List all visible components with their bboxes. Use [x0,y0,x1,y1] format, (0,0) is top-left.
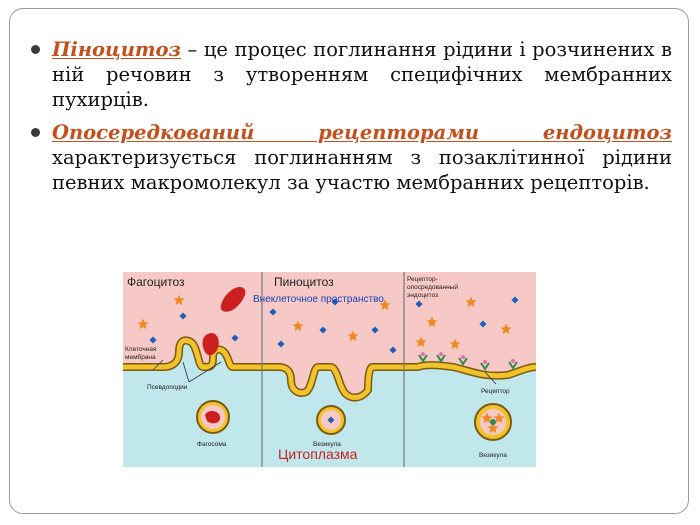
endocytosis-diagram-svg: Фагоцитоз Пиноцитоз Внеклеточное простра… [123,272,537,467]
phagosome-content [205,411,221,424]
pseudopodia-pointer [182,361,190,383]
pseudopodia-pointer [188,361,222,383]
label-pinocytosis: Пиноцитоз [274,275,334,289]
endocytosis-diagram: Фагоцитоз Пиноцитоз Внеклеточное простра… [123,272,537,467]
label-vesicle-2: Везикула [479,452,507,459]
label-phagosome: Фагосома [197,441,227,448]
bacterium-shape [220,287,246,312]
term-pinocytosis: Піноцитоз [52,38,181,61]
bullet-pinocytosis: Піноцитоз – це процес поглинання рідини … [28,37,672,112]
label-phagocytosis: Фагоцитоз [127,275,185,289]
bullet-text-receptor-endocytosis: характеризується поглинанням з позакліти… [52,146,672,194]
bullet-text-pinocytosis: – це процес поглинання рідини і розчинен… [52,38,672,111]
label-receptor: Рецептор [481,388,510,395]
membrane-pointer [152,359,164,371]
term-receptor-endocytosis: Опосередкований рецепторами ендоцитоз [52,121,672,144]
label-vesicle: Везикула [313,441,341,448]
label-receptor-title-2: опосредованный [407,283,458,291]
bullet-dot [31,128,40,137]
label-membrane-2: мембрана [125,353,156,361]
bullet-dot [31,45,40,54]
slide-content: Піноцитоз – це процес поглинання рідини … [28,37,672,203]
cell-membrane [123,337,537,400]
bullet-receptor-endocytosis: Опосередкований рецепторами ендоцитоз ха… [28,120,672,195]
engulfed-bacterium-shape [202,332,219,356]
label-cytoplasm: Цитоплазма [278,446,358,462]
label-extracellular: Внеклеточное пространство [253,294,384,305]
vesicle-receptor-core [490,419,496,425]
label-membrane-1: Клеточная [125,346,157,353]
label-receptor-title-1: Рецептор- [407,276,438,283]
label-receptor-title-3: эндоцитоз [407,292,438,299]
label-pseudopodia: Псевдоподии [147,384,188,391]
receptor-pointer [484,371,497,385]
